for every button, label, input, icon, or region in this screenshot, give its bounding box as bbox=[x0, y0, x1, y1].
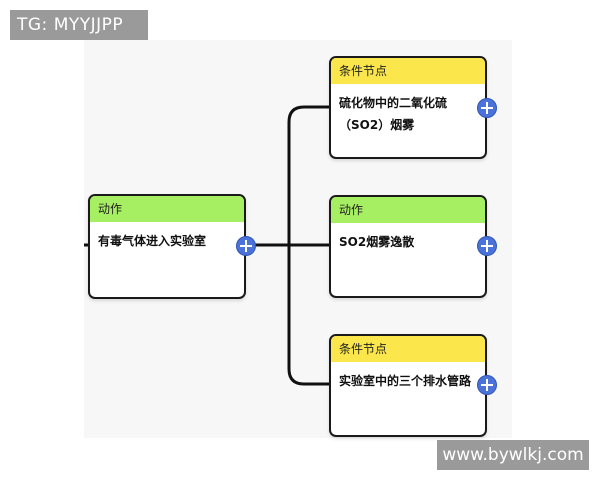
node-text: 实验室中的三个排水管路 bbox=[339, 374, 472, 388]
condition-node-3[interactable]: 条件节点 实验室中的三个排水管路 bbox=[329, 334, 497, 437]
plus-circle-icon[interactable] bbox=[477, 236, 497, 256]
node-header: 条件节点 bbox=[331, 58, 485, 84]
watermark-bottom: www.bywlkj.com bbox=[437, 440, 589, 470]
watermark-top: TG: MYYJJPP bbox=[10, 10, 148, 40]
action-node-2[interactable]: 动作 SO2烟雾逸散 bbox=[329, 195, 497, 298]
node-header: 动作 bbox=[331, 197, 485, 223]
plus-circle-icon[interactable] bbox=[477, 375, 497, 395]
node-text: SO2烟雾逸散 bbox=[339, 235, 415, 249]
node-text: 硫化物中的二氧化硫（SO2）烟雾 bbox=[339, 96, 448, 132]
action-node-root[interactable]: 动作 有毒气体进入实验室 bbox=[88, 194, 256, 299]
branch-connector-top bbox=[287, 105, 330, 245]
condition-node-1[interactable]: 条件节点 硫化物中的二氧化硫（SO2）烟雾 bbox=[329, 56, 497, 159]
node-header: 条件节点 bbox=[331, 336, 485, 362]
plus-circle-icon[interactable] bbox=[236, 236, 256, 256]
branch-connector-bottom bbox=[287, 245, 330, 386]
plus-circle-icon[interactable] bbox=[477, 98, 497, 118]
node-header: 动作 bbox=[90, 196, 244, 222]
node-text: 有毒气体进入实验室 bbox=[98, 234, 207, 248]
